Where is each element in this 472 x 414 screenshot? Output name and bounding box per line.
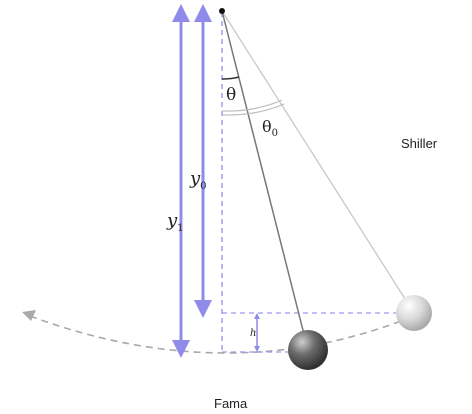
pendulum-bob bbox=[288, 330, 328, 370]
pendulum-bob-displaced bbox=[396, 295, 432, 331]
pendulum-string bbox=[221, 10, 309, 351]
y0-label: y0 bbox=[189, 168, 207, 192]
swing-arc bbox=[29, 315, 415, 354]
theta-label: θ bbox=[226, 85, 236, 105]
theta0-arc-inner bbox=[221, 103, 285, 116]
theta0-arc bbox=[221, 99, 283, 112]
swing-arc-arrowhead bbox=[22, 310, 36, 321]
theta-arc bbox=[221, 76, 240, 80]
h-label: h bbox=[250, 328, 256, 339]
shiller-label: Shiller bbox=[401, 136, 438, 151]
fama-label: Fama bbox=[214, 396, 248, 411]
pivot-point bbox=[219, 8, 225, 14]
theta0-label: θ0 bbox=[262, 117, 278, 139]
y1-label: y1 bbox=[166, 210, 184, 234]
pendulum-string-displaced bbox=[221, 10, 415, 314]
